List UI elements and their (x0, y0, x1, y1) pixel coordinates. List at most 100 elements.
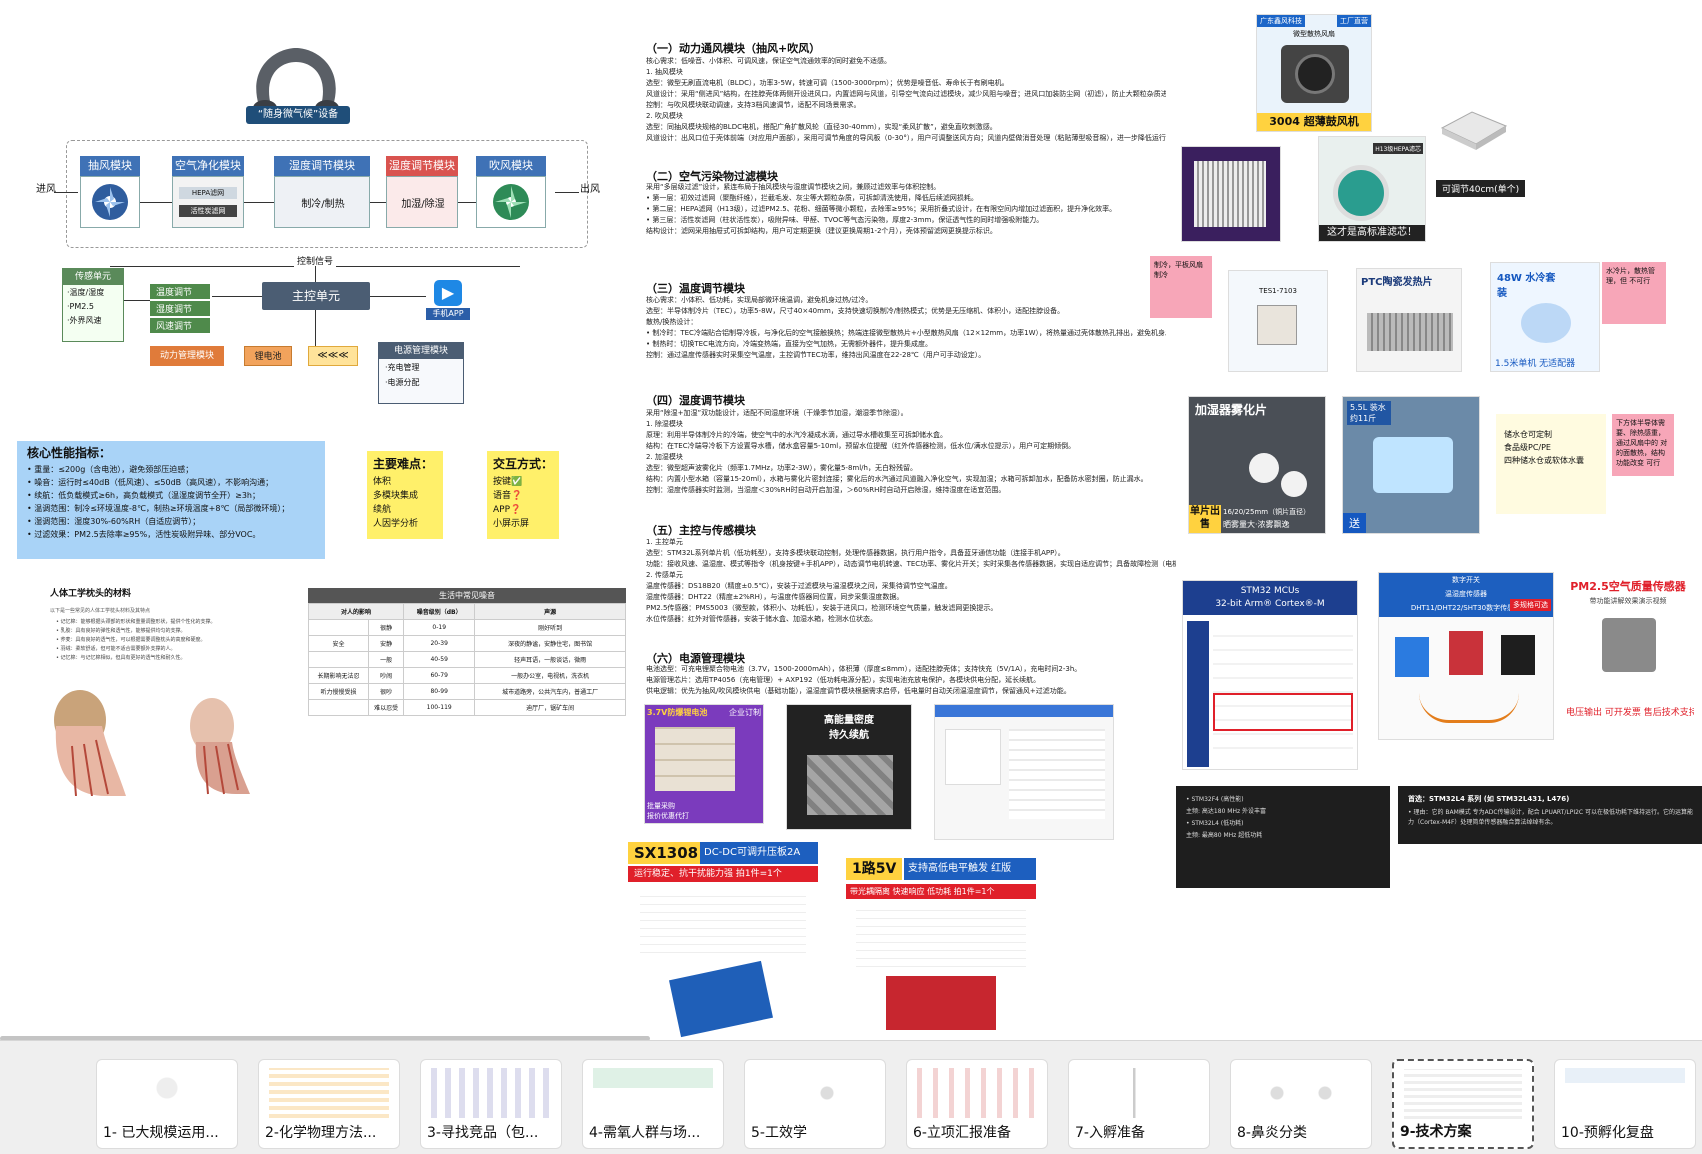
control-signal-label: 控制信号 (294, 254, 337, 267)
fan-caption: 3004 超薄鼓风机 (1257, 113, 1371, 131)
kpi-item: • 过滤效果：PM2.5去除率≥95%，活性炭吸附异味、部分VOC。 (27, 530, 261, 539)
section-line: 1. 主控单元 (646, 538, 683, 546)
canvas-board[interactable]: “随身微气候”设备 进风 出风 抽风模块 空气净化模块 HEPA滤网 活性炭滤网… (0, 0, 1702, 1040)
slide-label: 8-鼻炎分类 (1237, 1125, 1307, 1141)
slide-thumb-6[interactable]: 6-立项汇报准备 (906, 1059, 1048, 1149)
slide-label: 5-工效学 (751, 1125, 807, 1141)
flow-arrow (315, 310, 316, 356)
power-management: 电源管理模块 ·充电管理 ·电源分配 (378, 342, 464, 404)
ergonomics-sub: 以下是一些常见的人体工学枕头材料及其特点 (50, 608, 151, 614)
slide-thumb-2[interactable]: 2-化学物理方法... (258, 1059, 400, 1149)
slide-thumb-8[interactable]: 8-鼻炎分类 (1230, 1059, 1372, 1149)
section-title: （二）空气污染物过滤模块 (646, 170, 778, 183)
sticky-note-pink: 制冷，平板风扇制冷 (1150, 256, 1212, 318)
ergonomics-line: • 记忆棉：能够根据头颈部的形状和重量调整形状，提供个性化的支撑。 (56, 619, 216, 625)
section-line: 风道设计：采用“侧进风”结构，在挂脖壳体两侧开设进风口，内置滤网与风道，引导空气… (646, 90, 1166, 98)
pm25-sensor-image: PM2.5空气质量传感器 带功能讲解效果演示视频 电压输出 可开发票 售后技术支… (1562, 572, 1694, 720)
slide-thumb-7[interactable]: 7-入孵准备 (1068, 1059, 1210, 1149)
stm32-product-image: STM32 MCUs 32-bit Arm® Cortex®-M (1182, 580, 1358, 770)
fan-icon (92, 184, 128, 220)
section-line: 1. 除湿模块 (646, 420, 683, 428)
section-line: 温度传感器：DS18B20（精度±0.5℃），安装于过滤模块与温湿模块之间，采集… (646, 582, 952, 590)
dark-note-text: • 理由：它的 BAM模式 专为ADC传输设计，配合 LPUART/LPI2C … (1408, 809, 1694, 826)
slide-thumb-3[interactable]: 3-寻找竞品（包... (420, 1059, 562, 1149)
flow-arrow (370, 202, 386, 203)
tec-product-image: TES1-7103 (1228, 270, 1328, 372)
battery-product-image: 3.7V防爆锂电池 企业订制 批量采购 报价优惠代打 (644, 704, 764, 824)
hepa-layer: HEPA滤网 (179, 187, 237, 199)
module-group-frame (66, 140, 588, 248)
section-line: 电池选型：可充电锂聚合物电池（3.7V，1500-2000mAh），体积薄（厚度… (646, 665, 1082, 673)
difficulty-title: 主要难点： (373, 457, 434, 471)
slide-thumb-1[interactable]: 1- 已大规模运用... (96, 1059, 238, 1149)
power-module: 动力管理模块 (150, 346, 224, 366)
slide-preview (1565, 1068, 1685, 1118)
section-body: 电池选型：可充电锂聚合物电池（3.7V，1500-2000mAh），体积薄（厚度… (646, 664, 1166, 697)
section-line: 2. 传感单元 (646, 571, 683, 579)
hepa-product-image: H13级HEPA滤芯 这才是高标准滤芯！ (1318, 136, 1426, 242)
relay-product-image: 1路5V 支持高低电平触发 红版 带光耦隔离 快速响应 低功耗 拍1件=1个 (846, 858, 1036, 1038)
slide-thumb-10[interactable]: 10-预孵化复盘 (1554, 1059, 1696, 1149)
slide-thumb-9[interactable]: 9-技术方案 (1392, 1059, 1534, 1149)
section-line: 散热/换热设计： (646, 318, 698, 326)
section-line: 风道设计：出风口位于壳体前端（对应用户面部），采用可调节角度的导风板（0-30°… (646, 134, 1166, 142)
watercool-product-image: 48W 水冷套装 1.5米单机 无适配器 (1490, 262, 1600, 372)
battery-caption: 批量采购 报价优惠代打 (647, 802, 689, 820)
difficulty-item: 体积 (373, 477, 392, 487)
horizontal-scrollbar[interactable] (0, 1036, 650, 1041)
section-line: • 制热时：切换TEC电流方向，冷端变热端，直接为空气加热，无需额外器件，提升集… (646, 340, 932, 348)
adjust-item: 温度调节 (150, 284, 210, 299)
section-body: 采用“多层级过滤”设计，紧连布局于抽风模块与湿度调节模块之间，兼顾过滤效率与体积… (646, 182, 1166, 237)
section-line: 功能：接收风速、温湿度、模式等指令（机身按键+手机APP），动态调节电机转速、T… (646, 560, 1176, 568)
fan-tag: 广东鑫风科技 (1257, 15, 1305, 27)
atomizer-product-image: 加湿器雾化片 单片出售 16/20/25mm（铜片直径） 晒雾量大·浓雾飘逸 (1188, 396, 1326, 534)
flow-arrow (124, 300, 150, 301)
atomizer-sub: 晒雾量大·浓雾飘逸 (1223, 520, 1290, 529)
kpi-item: • 重量：≤200g（含电池），避免颈部压迫感； (27, 465, 194, 474)
section-body: 核心需求：低噪音、小体积、可调风速，保证空气流通效率的同时避免不适感。 1. 抽… (646, 56, 1166, 144)
section-line: 1. 抽风模块 (646, 68, 683, 76)
section-body: 1. 主控单元 选型：STM32L系列单片机（低功耗型），支持多模块联动控制，处… (646, 537, 1176, 625)
slide-thumb-5[interactable]: 5-工效学 (744, 1059, 886, 1149)
slide-preview (593, 1068, 713, 1118)
out-label: 出风 (580, 184, 600, 195)
pm25-title: PM2.5空气质量传感器 (1570, 580, 1686, 593)
app-label: 手机APP (426, 308, 470, 320)
section-line: 电源管理芯片：选用TP4056（充电管理）+ AXP192（低功耗电源分配），实… (646, 676, 1041, 684)
ptc-product-image: PTC陶瓷发热片 (1356, 268, 1462, 372)
sensor-item: ·PM2.5 (67, 302, 94, 311)
section-line: 选型：微型无刷直流电机（BLDC），功率3-5W，转速可调（1500-3000r… (646, 79, 1009, 87)
slide-preview (107, 1068, 227, 1118)
section-title: （三）温度调节模块 (646, 282, 745, 295)
slide-label: 4-需氧人群与场... (589, 1125, 701, 1141)
interaction-title: 交互方式： (493, 457, 554, 471)
section-line: 控制：与吹风模块联动调速，支持3档风速调节，适配不同场景需求。 (646, 101, 861, 109)
battery-title: 3.7V防爆锂电池 (647, 708, 708, 717)
section-line: 结构：在TEC冷端导冷板下方设置导水槽，储水盒容量5-10ml，预留水位提醒（红… (646, 442, 1076, 450)
main-control-unit: 主控单元 (262, 282, 370, 310)
section-line: 选型：微型超声波雾化片（频率1.7MHz，功率2-3W），雾化量5-8ml/h，… (646, 464, 917, 472)
module-title: 吹风模块 (476, 156, 546, 176)
section-title: （一）动力通风模块（抽风+吹风） (646, 42, 821, 55)
section-line: 水位传感器：红外对管传感器，安装于储水盒、加湿水箱，检测水位状态。 (646, 615, 877, 623)
sensor-unit: 传感单元 ·温度/湿度 ·PM2.5 ·外界风速 (62, 268, 124, 342)
ergonomics-line: • 羽绒：柔软舒适，但可能不适合需要额外支撑的人。 (56, 646, 176, 652)
table-header: 噪音级别（dB） (403, 603, 476, 620)
watercool-sub: 1.5米单机 无适配器 (1495, 359, 1576, 369)
battery-pack-image: 高能量密度 持久续航 (786, 704, 912, 830)
battery: 锂电池 (244, 346, 292, 366)
slide-label: 6-立项汇报准备 (913, 1125, 1011, 1141)
phone-app: ▶ 手机APP (426, 280, 470, 322)
dark-note-stm32f4: • STM32F4 (高性能) 主频: 高达180 MHz 外设丰富 • STM… (1176, 786, 1390, 888)
fan-product-image: 广东鑫风科技 工厂直营 微型散热风扇 3004 超薄鼓风机 (1256, 14, 1372, 132)
dht-sensor-image: 数字开关 温湿度传感器 DHT11/DHT22/SHT30数字传感器 多规格可选 (1378, 572, 1554, 740)
section-body: 采用“除湿+加湿”双功能设计，适配不同湿度环境（干燥季节加湿，潮湿季节除湿）。 … (646, 408, 1166, 496)
filter-size-label: 可调节40cm(单个) (1436, 180, 1526, 197)
adjust-item: 风速调节 (150, 318, 210, 333)
slide-thumb-4[interactable]: 4-需氧人群与场... (582, 1059, 724, 1149)
